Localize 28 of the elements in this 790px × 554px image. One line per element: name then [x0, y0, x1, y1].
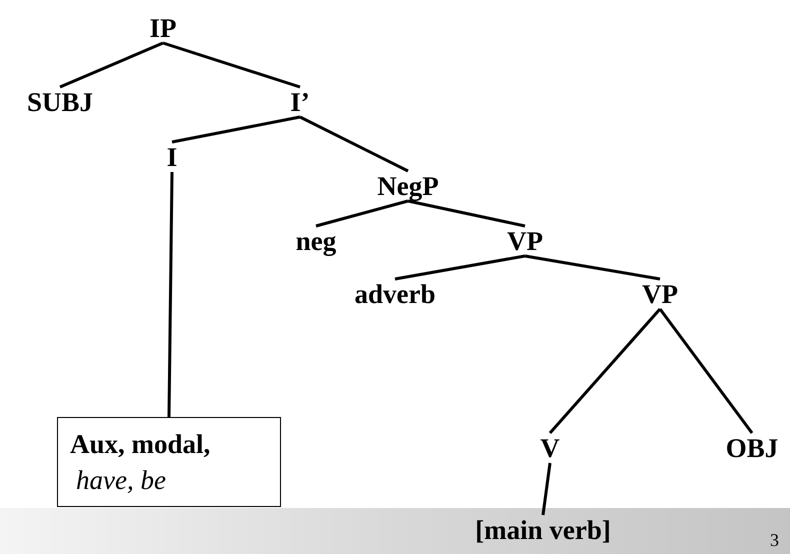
tree-branch	[394, 254, 526, 280]
box-note: have, be	[75, 464, 167, 497]
tree-label: [main verb]	[475, 515, 611, 545]
tree-label: V	[540, 433, 560, 463]
tree-branch	[316, 200, 408, 228]
text-box	[57, 417, 281, 507]
tree-branch	[299, 116, 409, 172]
tree-branch	[548, 308, 662, 434]
tree-branch	[168, 172, 174, 418]
tree-label: OBJ	[726, 433, 778, 463]
tree-branch	[162, 42, 300, 88]
tree-branch	[658, 308, 754, 434]
tree-label: IP	[150, 13, 176, 43]
tree-branch	[172, 116, 300, 144]
tree-branch	[542, 462, 552, 516]
tree-branch	[408, 200, 526, 228]
tree-label: neg	[296, 226, 336, 256]
tree-label: SUBJ	[26, 87, 94, 117]
tree-label: I	[166, 142, 178, 172]
tree-label: VP	[507, 226, 543, 256]
tree-label: NegP	[377, 171, 439, 201]
page-number: 3	[770, 530, 779, 550]
tree-label: adverb	[354, 279, 436, 309]
box-heading: Aux, modal,	[70, 428, 212, 461]
tree-branch	[524, 254, 660, 280]
tree-branch	[59, 42, 164, 88]
tree-label: VP	[642, 279, 678, 309]
tree-label: I’	[290, 87, 310, 117]
